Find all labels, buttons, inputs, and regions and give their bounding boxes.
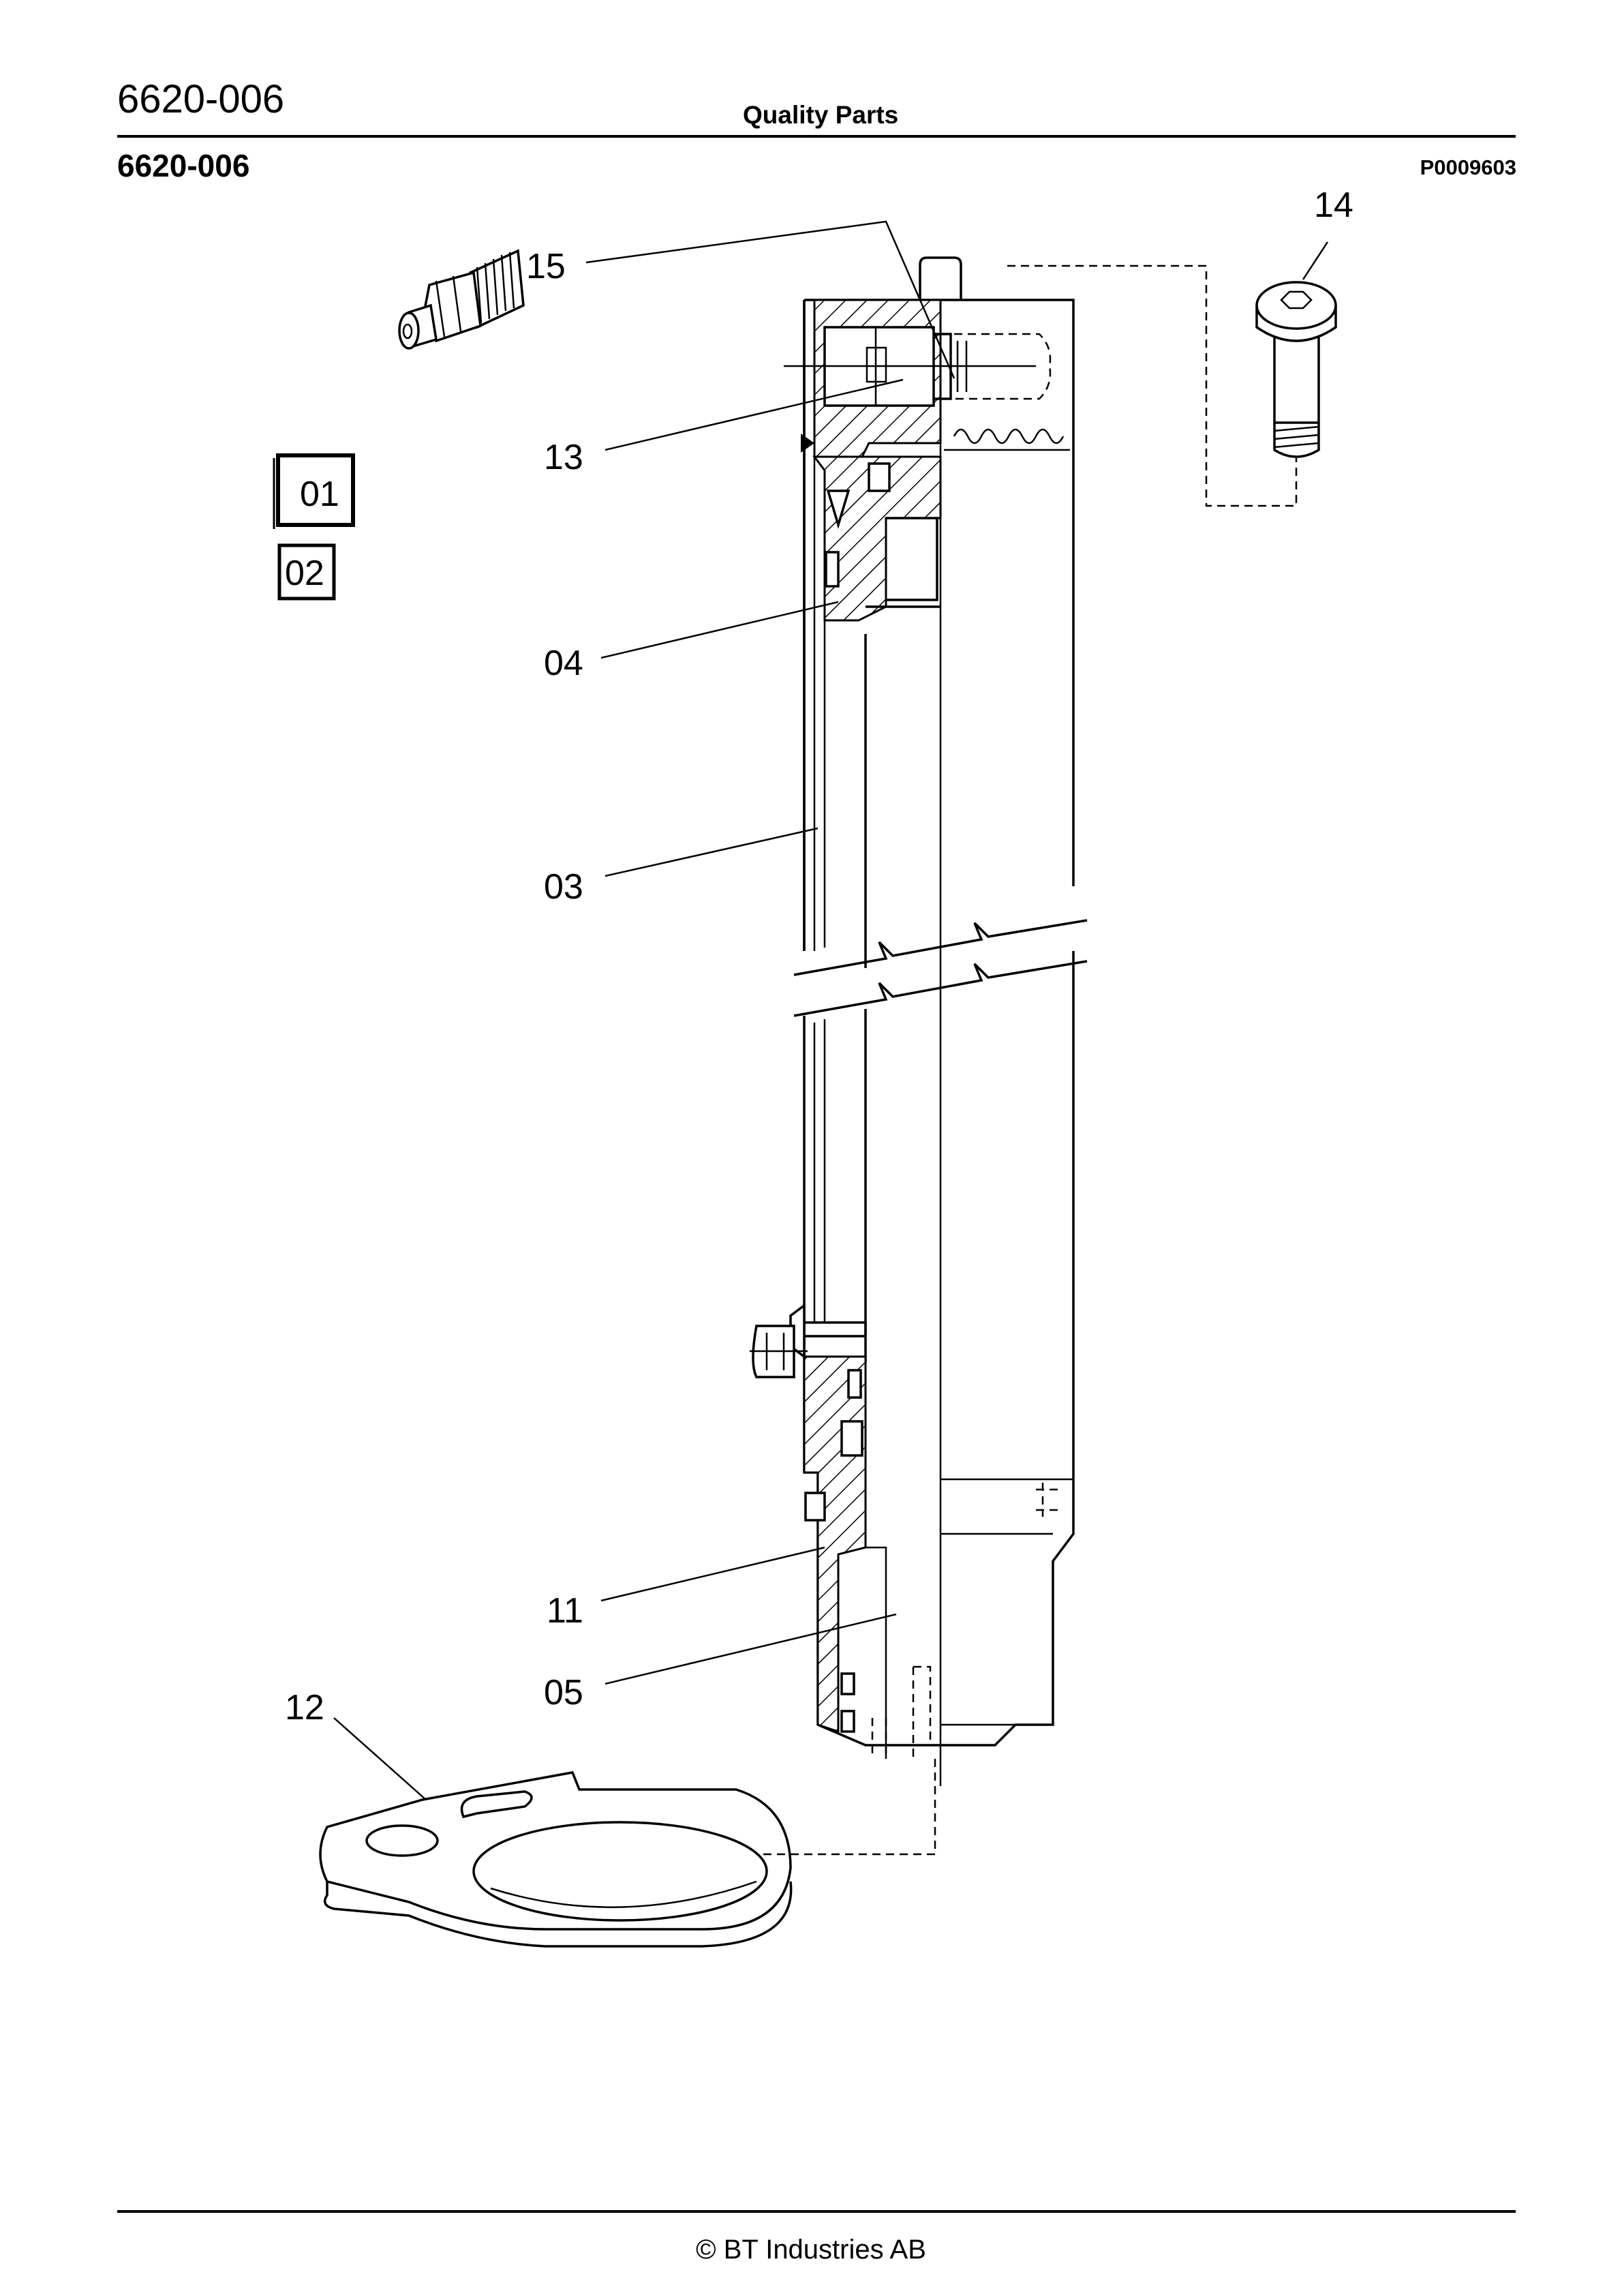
footer-copyright: © BT Industries AB: [696, 2235, 926, 2265]
callout-15: 15: [526, 247, 566, 286]
document-code: 6620-006: [117, 77, 285, 121]
callout-01: 01: [300, 474, 339, 514]
sub-document-code: 6620-006: [117, 148, 250, 183]
callout-box-01: [276, 453, 355, 527]
leader-lines: [333, 220, 1329, 1800]
callout-13: 13: [544, 438, 583, 477]
header-title: Quality Parts: [743, 101, 899, 129]
callout-04: 04: [544, 644, 583, 683]
socket-screw-part: [1255, 281, 1337, 458]
figure-id: P0009603: [1420, 155, 1516, 179]
callout-05: 05: [544, 1673, 583, 1712]
header-rule: [117, 135, 1516, 138]
cylinder-body: [750, 256, 1088, 1786]
callout-box-02: [277, 543, 336, 601]
mounting-plate-part: [319, 1771, 793, 1948]
grease-nipple-part: [398, 249, 525, 350]
plate-alignment-line: [592, 1759, 936, 1902]
callout-02: 02: [285, 554, 324, 593]
callout-14: 14: [1314, 185, 1353, 225]
callout-12: 12: [285, 1688, 324, 1727]
callout-03: 03: [544, 867, 583, 907]
screw-alignment-line: [1007, 265, 1298, 507]
callout-11: 11: [547, 1591, 583, 1631]
footer-rule: [117, 2210, 1516, 2213]
